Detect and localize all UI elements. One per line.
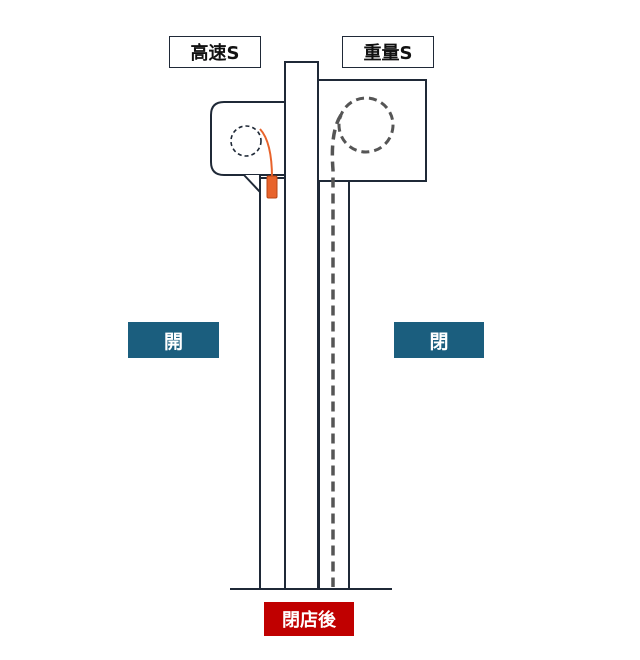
right-curtain-dashed (330, 114, 343, 587)
right-shutter-rail (318, 179, 350, 590)
right-status-badge: 閉 (394, 322, 484, 358)
high-speed-shutter-label: 高速S (169, 36, 261, 68)
left-sensor-cable (259, 128, 273, 179)
left-status-badge: 開 (128, 322, 219, 358)
left-sensor (266, 175, 278, 199)
center-post (284, 61, 319, 590)
left-housing-bracket (243, 174, 261, 195)
left-shutter-rail (259, 177, 286, 590)
left-shutter-housing (210, 101, 286, 176)
right-roll-dashed (337, 96, 395, 154)
heavy-shutter-label: 重量S (342, 36, 434, 68)
left-roll-dashed (230, 125, 262, 157)
after-closing-badge: 閉店後 (264, 602, 354, 636)
